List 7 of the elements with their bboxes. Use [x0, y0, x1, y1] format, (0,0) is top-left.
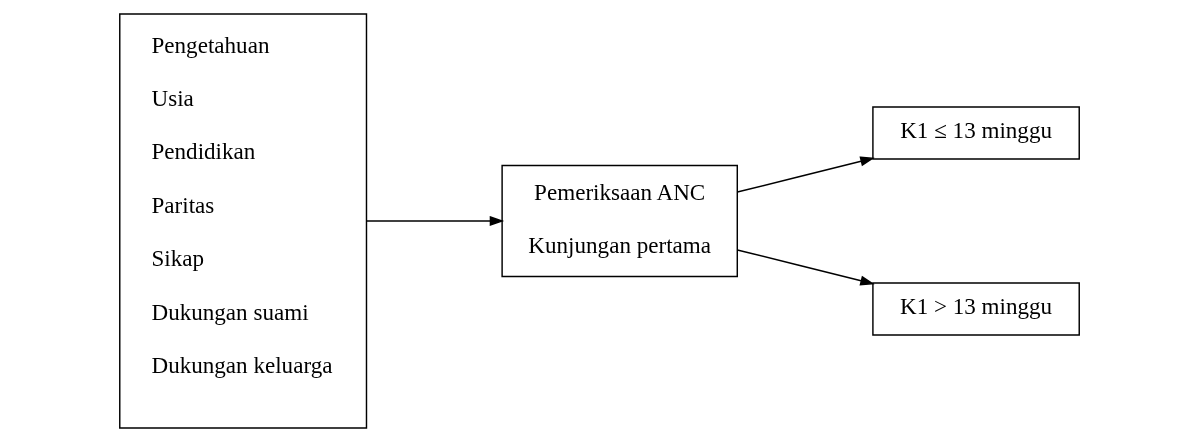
arrow [736, 249, 875, 286]
node-box: K1 ≤ 13 minggu [871, 106, 1080, 160]
arrow [736, 156, 875, 193]
node-box: Pengetahuan Usia Pendidikan Paritas Sikap Dukungan suami Dukungan keluarga [118, 13, 367, 429]
arrow [365, 215, 504, 227]
node-box: Pemeriksaan ANC Kunjungan pertama [500, 164, 738, 278]
node-box: K1 > 13 minggu [871, 282, 1080, 336]
